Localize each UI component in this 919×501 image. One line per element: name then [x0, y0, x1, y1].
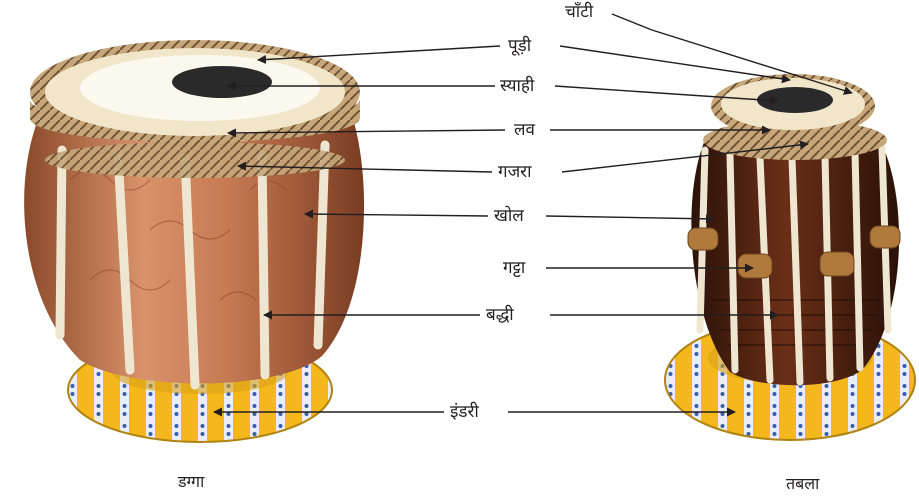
label-baddhi: बद्धी [483, 304, 517, 326]
tabla-drum-illustration [665, 74, 915, 440]
label-indri: इंडरी [447, 401, 482, 423]
label-gatta: गट्टा [500, 257, 528, 279]
label-gajra: गजरा [495, 161, 535, 183]
leader-khol-right [546, 216, 714, 219]
label-chaanti: चाँटी [562, 1, 596, 23]
dagga-drum-illustration [24, 40, 364, 442]
caption-dagga: डग्गा [178, 470, 204, 492]
label-syahi: स्याही [497, 75, 537, 97]
label-poodi: पूड़ी [505, 35, 534, 57]
caption-tabla: तबला [786, 472, 819, 494]
label-khol: खोल [491, 205, 527, 227]
leader-chaanti-a [612, 14, 652, 30]
label-lav: लव [511, 119, 538, 141]
